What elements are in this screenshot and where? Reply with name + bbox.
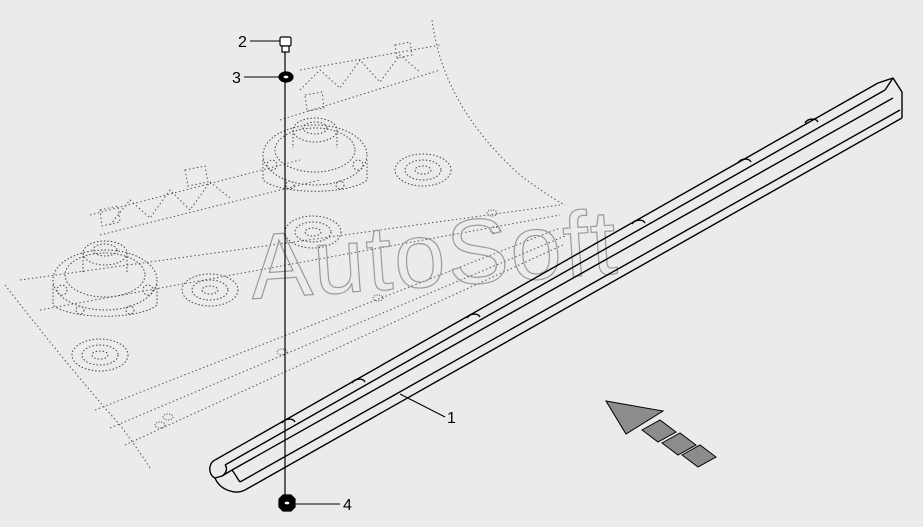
callout-3: 3	[232, 70, 241, 87]
callout-1: 1	[447, 410, 456, 427]
callout-2: 2	[238, 34, 247, 51]
direction-arrow-icon	[605, 400, 717, 468]
dotted-discs	[71, 153, 452, 372]
bolt-part	[279, 36, 292, 53]
nut-part	[278, 494, 296, 512]
housing-outline	[4, 19, 566, 469]
lower-hub	[52, 240, 158, 317]
callout-4: 4	[343, 497, 352, 514]
washer-part	[278, 71, 294, 83]
rail-holes	[154, 209, 501, 429]
callout-leaders	[244, 40, 446, 505]
upper-hub	[262, 117, 368, 192]
guard-channel	[209, 77, 903, 493]
watermark-logo: AutoSoft	[247, 191, 622, 318]
